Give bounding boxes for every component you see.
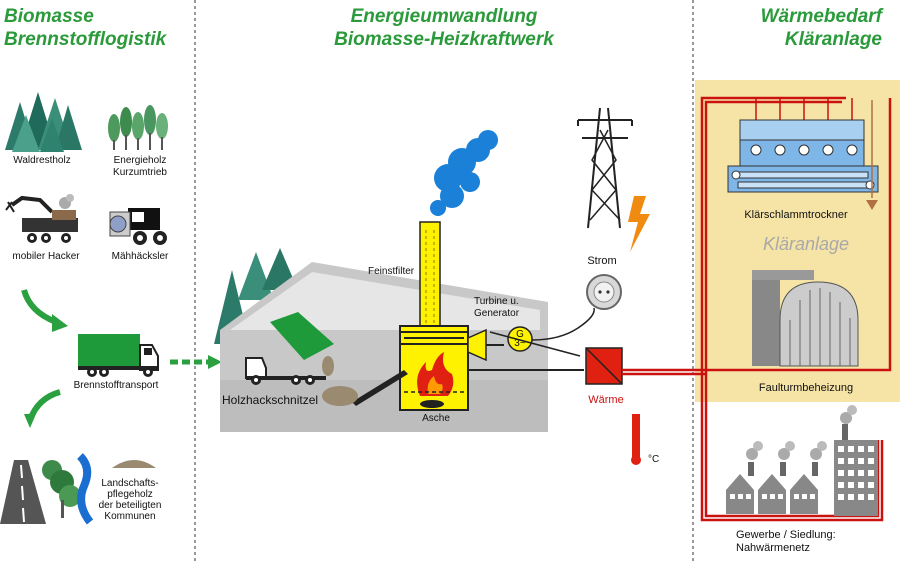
generator — [507, 326, 533, 352]
sludge-dryer-icon — [727, 119, 879, 193]
label-energieholz-1: Energieholz — [114, 155, 167, 166]
conveyor-belt — [352, 370, 408, 406]
label-hacker: mobiler Hacker — [12, 251, 80, 262]
title-center-1: Energieumwandlung — [351, 6, 538, 27]
energy-wood-icon — [108, 105, 168, 150]
tipping-truck-icon — [245, 312, 334, 385]
generator-symbol-1: G — [516, 329, 524, 340]
label-turbine-2: Generator — [474, 308, 520, 319]
fire-inner-icon — [427, 376, 443, 394]
title-right-1: Wärmebedarf — [761, 6, 884, 27]
power-socket-inner — [593, 281, 615, 303]
fire-icon — [417, 352, 454, 396]
chimney — [419, 221, 441, 329]
label-asche: Asche — [422, 413, 450, 424]
title-left-1: Biomasse — [4, 6, 94, 27]
label-holzhackschnitzel: Holzhackschnitzel — [222, 393, 318, 407]
generator-symbol-2: 3~ — [514, 338, 526, 349]
woodchip-pile-icon — [112, 460, 156, 468]
boiler-heat-exchanger — [400, 331, 468, 345]
socket-pin-2 — [606, 290, 610, 294]
forest-icon — [5, 92, 82, 152]
label-feinstfilter: Feinstfilter — [368, 266, 415, 277]
arrow-sources-to-truck — [21, 289, 58, 325]
label-netz-1: Gewerbe / Siedlung: — [736, 529, 836, 541]
socket-pin-1 — [598, 290, 602, 294]
power-pylon-icon — [577, 107, 633, 229]
turbine — [467, 328, 487, 362]
sludge-output-arrow — [866, 200, 878, 210]
river-icon — [77, 453, 94, 525]
woodchip-pile — [322, 386, 358, 406]
title-left-2: Brennstofflogistik — [4, 29, 168, 50]
thermometer-bulb — [631, 455, 641, 465]
plant-building-roof-highlight — [230, 272, 540, 330]
heat-pipe-network — [622, 96, 892, 522]
arrow-head-upper — [52, 314, 68, 332]
label-transport: Brennstofftransport — [74, 380, 159, 391]
ash-pile — [420, 400, 444, 408]
digester-tower-icon — [752, 270, 859, 367]
label-temp-unit: °C — [648, 454, 659, 465]
transport-truck-icon — [78, 334, 159, 377]
label-turbine-1: Turbine u. — [474, 296, 519, 307]
label-landschaft-4: Kommunen — [104, 511, 155, 522]
label-landschaft-3: der beteiligten — [99, 500, 162, 511]
return-pipe — [489, 331, 581, 357]
title-center-2: Biomasse-Heizkraftwerk — [334, 29, 555, 50]
thermometer-icon — [632, 414, 640, 460]
label-landschaft-1: Landschafts- — [101, 478, 158, 489]
label-faulturm: Faulturmbeheizung — [759, 382, 853, 394]
woodchip-falling — [322, 356, 334, 376]
label-strom: Strom — [587, 255, 616, 267]
roadside-trees-icon — [42, 460, 81, 518]
smoke-cloud-icon — [430, 130, 498, 216]
label-trockner: Klärschlammtrockner — [744, 209, 848, 221]
apartment-block-icon — [834, 405, 878, 516]
forage-harvester-icon — [109, 208, 167, 245]
label-energieholz-2: Kurzumtrieb — [113, 167, 167, 178]
label-waldrestholz: Waldrestholz — [13, 155, 70, 166]
power-cable — [531, 307, 595, 341]
arrow-head-lower — [24, 414, 36, 428]
label-netz-2: Nahwärmenetz — [736, 542, 810, 554]
heat-exchanger-diagonal — [585, 347, 623, 385]
dryer-feed-pipes — [755, 98, 853, 120]
label-klaeranlage: Kläranlage — [763, 234, 849, 254]
arrow-head-plant — [208, 355, 222, 369]
lightning-icon — [628, 196, 650, 252]
title-right-2: Kläranlage — [785, 29, 883, 50]
label-landschaft-2: pflegeholz — [107, 489, 153, 500]
mobile-chipper-icon — [5, 194, 78, 243]
road-icon — [0, 460, 46, 524]
label-waerme: Wärme — [588, 394, 623, 406]
settlement-houses-icon — [726, 441, 827, 514]
label-maehhaecksler: Mähhäcksler — [112, 251, 169, 262]
